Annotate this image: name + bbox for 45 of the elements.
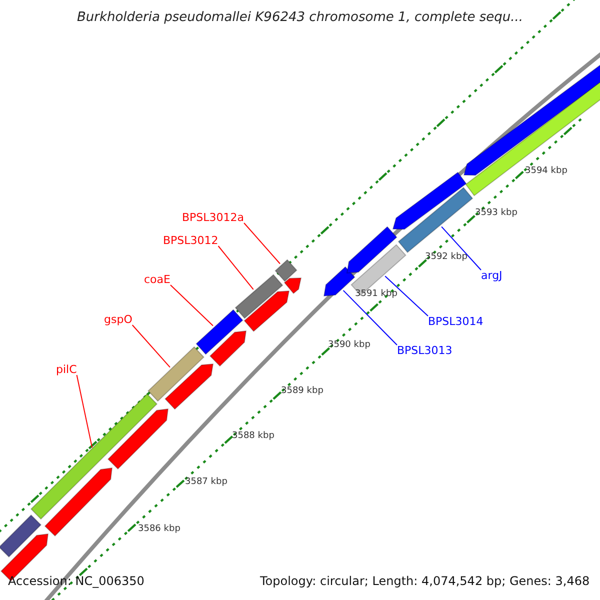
gene-feature [284, 277, 302, 294]
gene-feature [323, 266, 356, 297]
leader-line [342, 290, 398, 346]
gene-label: BPSL3012 [163, 235, 218, 246]
scale-label: 3593 kbp [475, 209, 518, 218]
leader-line [244, 222, 281, 264]
gene-bar [274, 259, 298, 282]
gene-feature [209, 330, 247, 367]
scale-label: 3591 kbp [355, 290, 398, 299]
leader-line [218, 246, 254, 290]
gene-bar [350, 244, 406, 296]
gene-bar [234, 274, 284, 319]
scale-label: 3592 kbp [425, 253, 468, 262]
gene-feature [346, 226, 398, 274]
topology-text: Topology: circular; Length: 4,074,542 bp; Genes: 3,468 [260, 575, 590, 587]
scale-label: 3588 kbp [232, 432, 274, 441]
gene-label: argJ [481, 270, 502, 281]
gene-label: coaE [144, 274, 170, 285]
gene-feature [244, 290, 290, 332]
accession-text: Accession: NC_006350 [8, 575, 144, 587]
gene-label: BPSL3013 [397, 345, 452, 356]
scale-label: 3589 kbp [281, 387, 324, 396]
gene-bar [148, 346, 204, 402]
gene-feature [0, 514, 42, 558]
leader-line [132, 324, 171, 368]
map-title: Burkholderia pseudomallei K96243 chromosome 1, complete sequ... [76, 11, 524, 24]
scale-label: 3586 kbp [138, 525, 180, 534]
leader-line [170, 284, 214, 326]
leader-line [76, 374, 93, 448]
scale-label: 3590 kbp [328, 341, 370, 350]
scale-label: 3587 kbp [185, 478, 228, 487]
gene-feature [44, 467, 113, 537]
gene-label: gspO [104, 314, 132, 325]
leader-line [441, 226, 482, 270]
gene-label: pilC [56, 364, 77, 375]
gene-feature [164, 363, 214, 410]
gene-feature [107, 408, 169, 470]
scale-label: 3594 kbp [525, 167, 568, 176]
leader-line [384, 276, 428, 316]
gene-bar [398, 186, 474, 254]
gene-label: BPSL3012a [182, 212, 244, 223]
gene-label: BPSL3014 [428, 316, 484, 327]
gene-bar [196, 309, 244, 355]
gene-feature [392, 172, 467, 230]
gene-bar [30, 393, 158, 520]
